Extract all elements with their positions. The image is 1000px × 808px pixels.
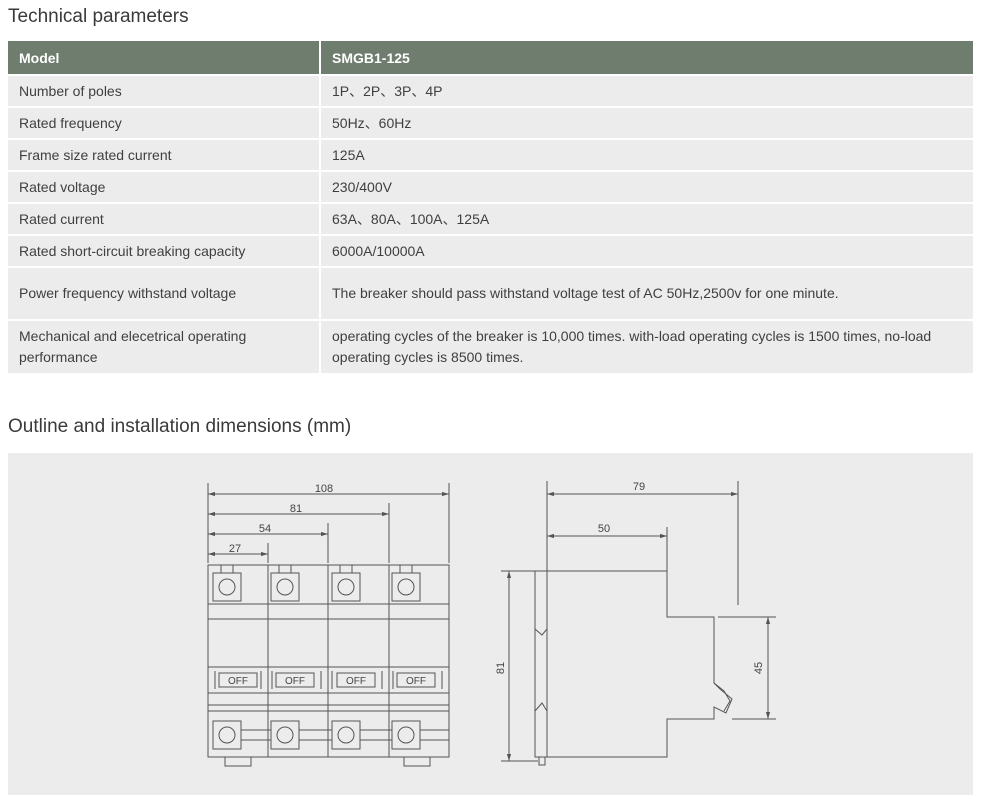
dimension-label-54: 54 [259,523,271,535]
row-value: 50Hz、60Hz [320,106,973,139]
row-value: 63A、80A、100A、125A [320,202,973,235]
row-label: Rated short-circuit breaking capacity [8,234,321,267]
table-row: Rated current 63A、80A、100A、125A [8,202,973,235]
table-row: Rated short-circuit breaking capacity 60… [8,234,973,267]
table-row: Mechanical and elecetrical operating per… [8,319,973,373]
table-row: Power frequency withstand voltage The br… [8,266,973,320]
technical-parameters-title: Technical parameters [8,6,189,27]
off-label-3: OFF [346,676,366,687]
dimension-label-27: 27 [229,543,241,555]
off-label-4: OFF [406,676,426,687]
dimension-label-79: 79 [633,481,645,493]
row-value: 230/400V [320,170,973,203]
row-value: 6000A/10000A [320,234,973,267]
row-label: Frame size rated current [8,138,321,171]
bottom-terminals [212,720,449,750]
header-model-label: Model [8,41,321,75]
table-row: Number of poles 1P、2P、3P、4P [8,74,973,107]
row-label: Rated current [8,202,321,235]
row-label: Rated voltage [8,170,321,203]
dimension-label-50: 50 [598,523,610,535]
table-header-row: Model SMGB1-125 [8,41,973,75]
dimension-label-81-height: 81 [495,662,507,674]
row-value: 1P、2P、3P、4P [320,74,973,107]
off-handles [214,671,443,689]
table-row: Rated frequency 50Hz、60Hz [8,106,973,139]
dimension-drawing-panel: 108 81 54 27 [8,453,973,795]
technical-parameters-table: Model SMGB1-125 Number of poles 1P、2P、3P… [8,41,973,373]
top-terminals [212,564,421,602]
dimension-label-45: 45 [753,662,765,674]
header-model-value: SMGB1-125 [320,41,973,75]
row-value: The breaker should pass withstand voltag… [320,266,973,320]
dimension-drawing: 108 81 54 27 [207,481,776,767]
row-label: Rated frequency [8,106,321,139]
off-label-2: OFF [285,676,305,687]
table-row: Rated voltage 230/400V [8,170,973,203]
row-label: Mechanical and elecetrical operating per… [8,319,321,373]
table-row: Frame size rated current 125A [8,138,973,171]
front-view: 108 81 54 27 [207,483,450,767]
row-label: Power frequency withstand voltage [8,266,321,320]
row-label: Number of poles [8,74,321,107]
off-label-1: OFF [228,676,248,687]
side-view: 79 50 81 45 [495,481,776,766]
row-value: 125A [320,138,973,171]
breaker-body-side [534,570,733,758]
dimension-label-108: 108 [315,483,333,495]
dimension-label-81: 81 [290,503,302,515]
outline-dimensions-title: Outline and installation dimensions (mm) [8,416,352,437]
row-value: operating cycles of the breaker is 10,00… [320,319,973,373]
